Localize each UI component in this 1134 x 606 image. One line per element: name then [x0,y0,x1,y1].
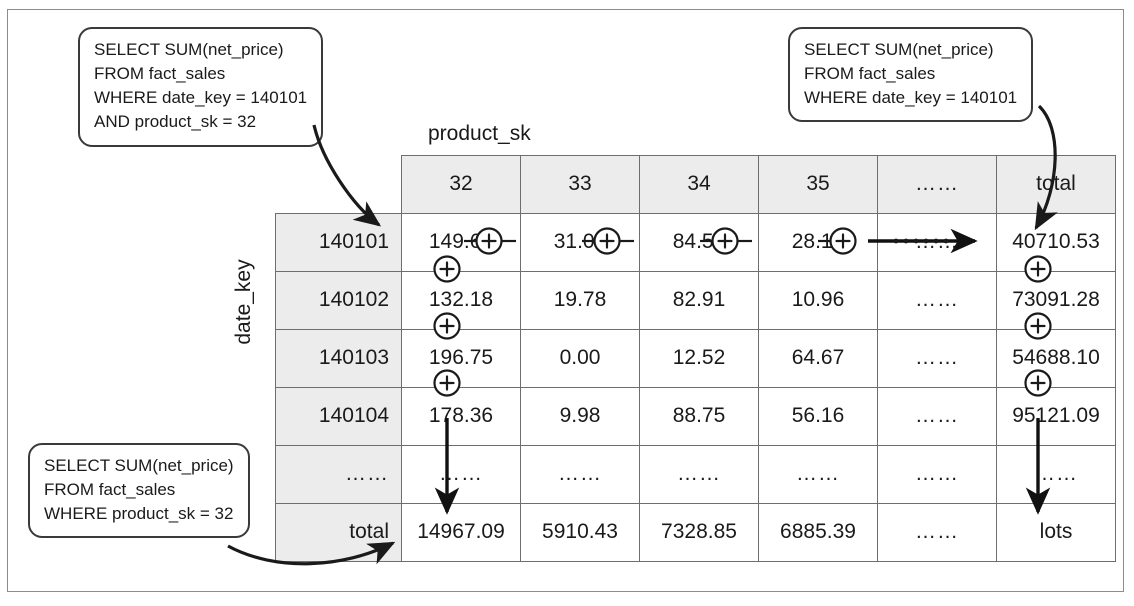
pivot-matrix-table: 32 33 34 35 …… total 140101 149.60 31.01… [275,155,1116,562]
table-row: …… …… …… …… …… …… …… [275,444,1116,504]
cell-140102-ellipsis: …… [877,270,997,330]
row-axis-label: date_key [232,259,255,345]
cell-ellipsis-total: …… [996,444,1116,504]
cell-ellipsis-34: …… [639,444,759,504]
cell-total-grand: lots [996,502,1116,562]
cell-140101-35: 28.18 [758,212,878,272]
column-header-ellipsis: …… [877,155,997,214]
cell-ellipsis-ellipsis: …… [877,444,997,504]
cell-140101-32: 149.60 [401,212,521,272]
cell-ellipsis-32: …… [401,444,521,504]
table-corner-cell [276,156,402,214]
cell-140104-34: 88.75 [639,386,759,446]
row-header-total: total [275,502,402,562]
table-row: total 14967.09 5910.43 7328.85 6885.39 …… [275,502,1116,562]
cell-140104-ellipsis: …… [877,386,997,446]
callout-line: FROM fact_sales [44,480,176,500]
column-header-total: total [996,155,1116,214]
cell-140102-34: 82.91 [639,270,759,330]
column-axis-label: product_sk [428,122,531,145]
cell-140101-total: 40710.53 [996,212,1116,272]
cell-140103-total: 54688.10 [996,328,1116,388]
callout-line: AND product_sk = 32 [94,112,257,132]
table-row: 140103 196.75 0.00 12.52 64.67 …… 54688.… [275,328,1116,388]
cell-total-34: 7328.85 [639,502,759,562]
callout-line: WHERE date_key = 140101 [94,88,308,108]
row-header-140101: 140101 [275,212,402,272]
table-row: 140104 178.36 9.98 88.75 56.16 …… 95121.… [275,386,1116,446]
callout-line: SELECT SUM(net_price) [804,40,994,59]
row-header-140103: 140103 [275,328,402,388]
callout-single-cell-query: SELECT SUM(net_price) FROM fact_sales WH… [78,27,324,147]
cell-140104-35: 56.16 [758,386,878,446]
callout-line: WHERE product_sk = 32 [44,504,234,524]
cell-140103-35: 64.67 [758,328,878,388]
cell-140101-33: 31.01 [520,212,640,272]
cell-140102-total: 73091.28 [996,270,1116,330]
callout-line: FROM fact_sales [94,64,226,84]
cell-140104-33: 9.98 [520,386,640,446]
cell-total-35: 6885.39 [758,502,878,562]
cell-140102-35: 10.96 [758,270,878,330]
cell-ellipsis-33: …… [520,444,640,504]
cell-total-32: 14967.09 [401,502,521,562]
cell-140102-33: 19.78 [520,270,640,330]
cell-140104-32: 178.36 [401,386,521,446]
table-header-row: 32 33 34 35 …… total [276,155,1116,214]
column-header-35: 35 [758,155,878,214]
cell-total-ellipsis: …… [877,502,997,562]
callout-column-total-query: SELECT SUM(net_price) FROM fact_sales WH… [28,443,250,539]
table-row: 140101 149.60 31.01 84.58 28.18 …… 40710… [275,212,1116,272]
cell-140103-32: 196.75 [401,328,521,388]
cell-140101-34: 84.58 [639,212,759,272]
row-header-140104: 140104 [275,386,402,446]
column-header-33: 33 [520,155,640,214]
cell-140103-33: 0.00 [520,328,640,388]
callout-line: FROM fact_sales [804,64,936,84]
cell-ellipsis-35: …… [758,444,878,504]
callout-line: SELECT SUM(net_price) [94,40,284,59]
row-header-140102: 140102 [275,270,402,330]
cell-140103-ellipsis: …… [877,328,997,388]
table-row: 140102 132.18 19.78 82.91 10.96 …… 73091… [275,270,1116,330]
callout-line: SELECT SUM(net_price) [44,456,234,475]
column-header-34: 34 [639,155,759,214]
cell-140101-ellipsis: …… [877,212,997,272]
row-header-ellipsis: …… [275,444,402,504]
cell-140103-34: 12.52 [639,328,759,388]
callout-line: WHERE date_key = 140101 [804,88,1018,108]
cell-total-33: 5910.43 [520,502,640,562]
cell-140104-total: 95121.09 [996,386,1116,446]
callout-row-total-query: SELECT SUM(net_price) FROM fact_sales WH… [788,27,1034,123]
cell-140102-32: 132.18 [401,270,521,330]
column-header-32: 32 [401,155,521,214]
